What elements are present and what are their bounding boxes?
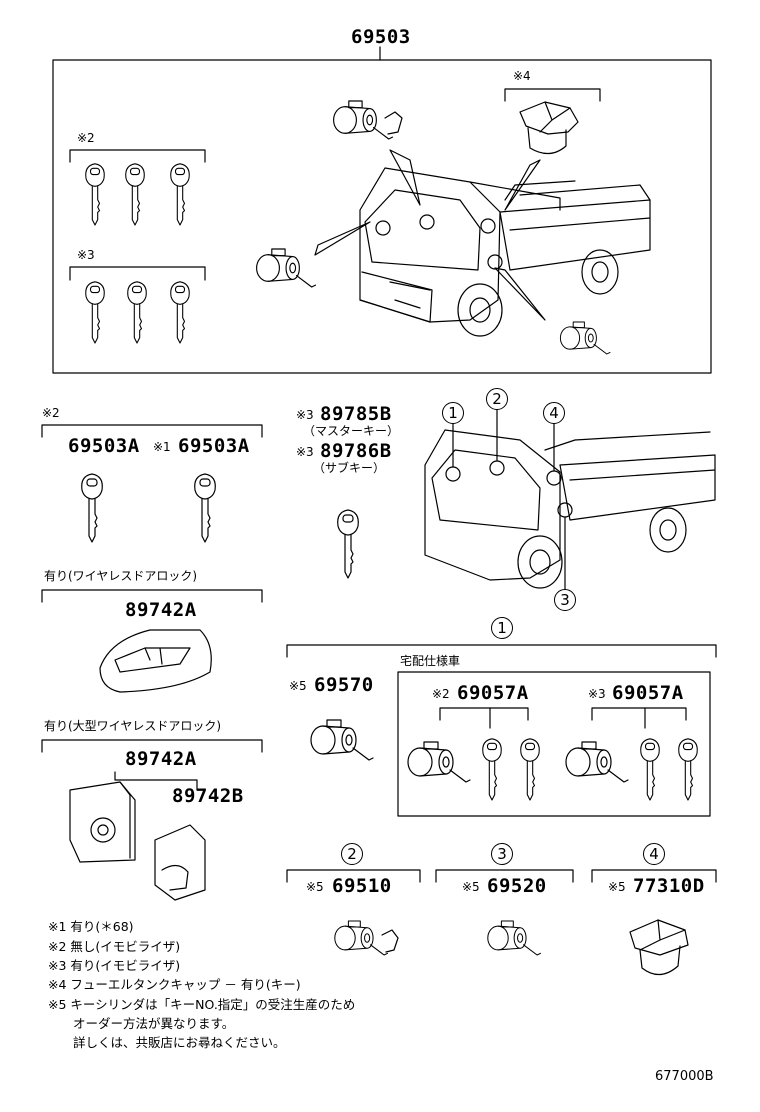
callout-circle-3: 3 — [554, 589, 576, 611]
master-key-label: （マスターキー） — [303, 424, 400, 438]
mark-5-69510: ※5 — [306, 880, 324, 894]
mark-5-69520: ※5 — [462, 880, 480, 894]
footnote-4: ※4 フューエルタンクキャップ － 有り(キー) — [48, 977, 301, 992]
part-89742A: 89742A — [125, 599, 197, 621]
top-mark-2: ※2 — [77, 131, 95, 145]
part-77310D: 77310D — [633, 875, 705, 897]
part-69057A: 69057A — [457, 682, 529, 704]
top-part-number: 69503 — [351, 26, 411, 48]
part-89742A-large: 89742A — [125, 748, 197, 770]
group-circle-4: 4 — [643, 843, 665, 865]
footnote-2: ※2 無し(イモビライザ) — [48, 939, 181, 954]
part-69057A-alt: 69057A — [612, 682, 684, 704]
part-89742B: 89742B — [172, 785, 244, 807]
diagram-code: 677000B — [655, 1069, 714, 1084]
mark-5-77310D: ※5 — [608, 880, 626, 894]
delivery-spec-label: 宅配仕様車 — [400, 654, 461, 668]
mark-2-69057A: ※2 — [432, 687, 450, 701]
footnote-3: ※3 有り(イモビライザ) — [48, 958, 181, 973]
mark-5-69570: ※5 — [289, 679, 307, 693]
part-89785B: 89785B — [320, 403, 392, 425]
callout-circle-4: 4 — [543, 402, 565, 424]
mark-3-sub: ※3 — [296, 445, 314, 459]
part-89786B: 89786B — [320, 440, 392, 462]
top-mark-3: ※3 — [77, 248, 95, 262]
large-wireless-door-lock-label: 有り(大型ワイヤレスドアロック) — [44, 719, 222, 733]
footnote-5-cont-1: オーダー方法が異なります。 — [48, 1016, 235, 1031]
wireless-door-lock-label: 有り(ワイヤレスドアロック) — [44, 569, 198, 583]
group-circle-3: 3 — [491, 843, 513, 865]
footnote-1: ※1 有り(＊68) — [48, 919, 134, 934]
group-circle-2: 2 — [341, 843, 363, 865]
mark-3-69057A: ※3 — [588, 687, 606, 701]
footnote-5-cont-2: 詳しくは、共販店にお尋ねください。 — [48, 1035, 286, 1050]
part-69503A-alt: 69503A — [178, 435, 250, 457]
mark-3-master: ※3 — [296, 408, 314, 422]
part-69520: 69520 — [487, 875, 547, 897]
top-mark-4: ※4 — [513, 69, 531, 83]
footnote-5: ※5 キーシリンダは「キーNO.指定」の受注生産のため — [48, 997, 356, 1012]
part-69503A: 69503A — [68, 435, 140, 457]
left-mark-2: ※2 — [42, 406, 60, 420]
sub-key-label: （サブキー） — [313, 461, 386, 475]
part-69510: 69510 — [332, 875, 392, 897]
callout-circle-1: 1 — [442, 402, 464, 424]
group-circle-1: 1 — [491, 617, 513, 639]
part-69570: 69570 — [314, 674, 374, 696]
mark-1: ※1 — [153, 440, 171, 454]
callout-circle-2: 2 — [486, 388, 508, 410]
